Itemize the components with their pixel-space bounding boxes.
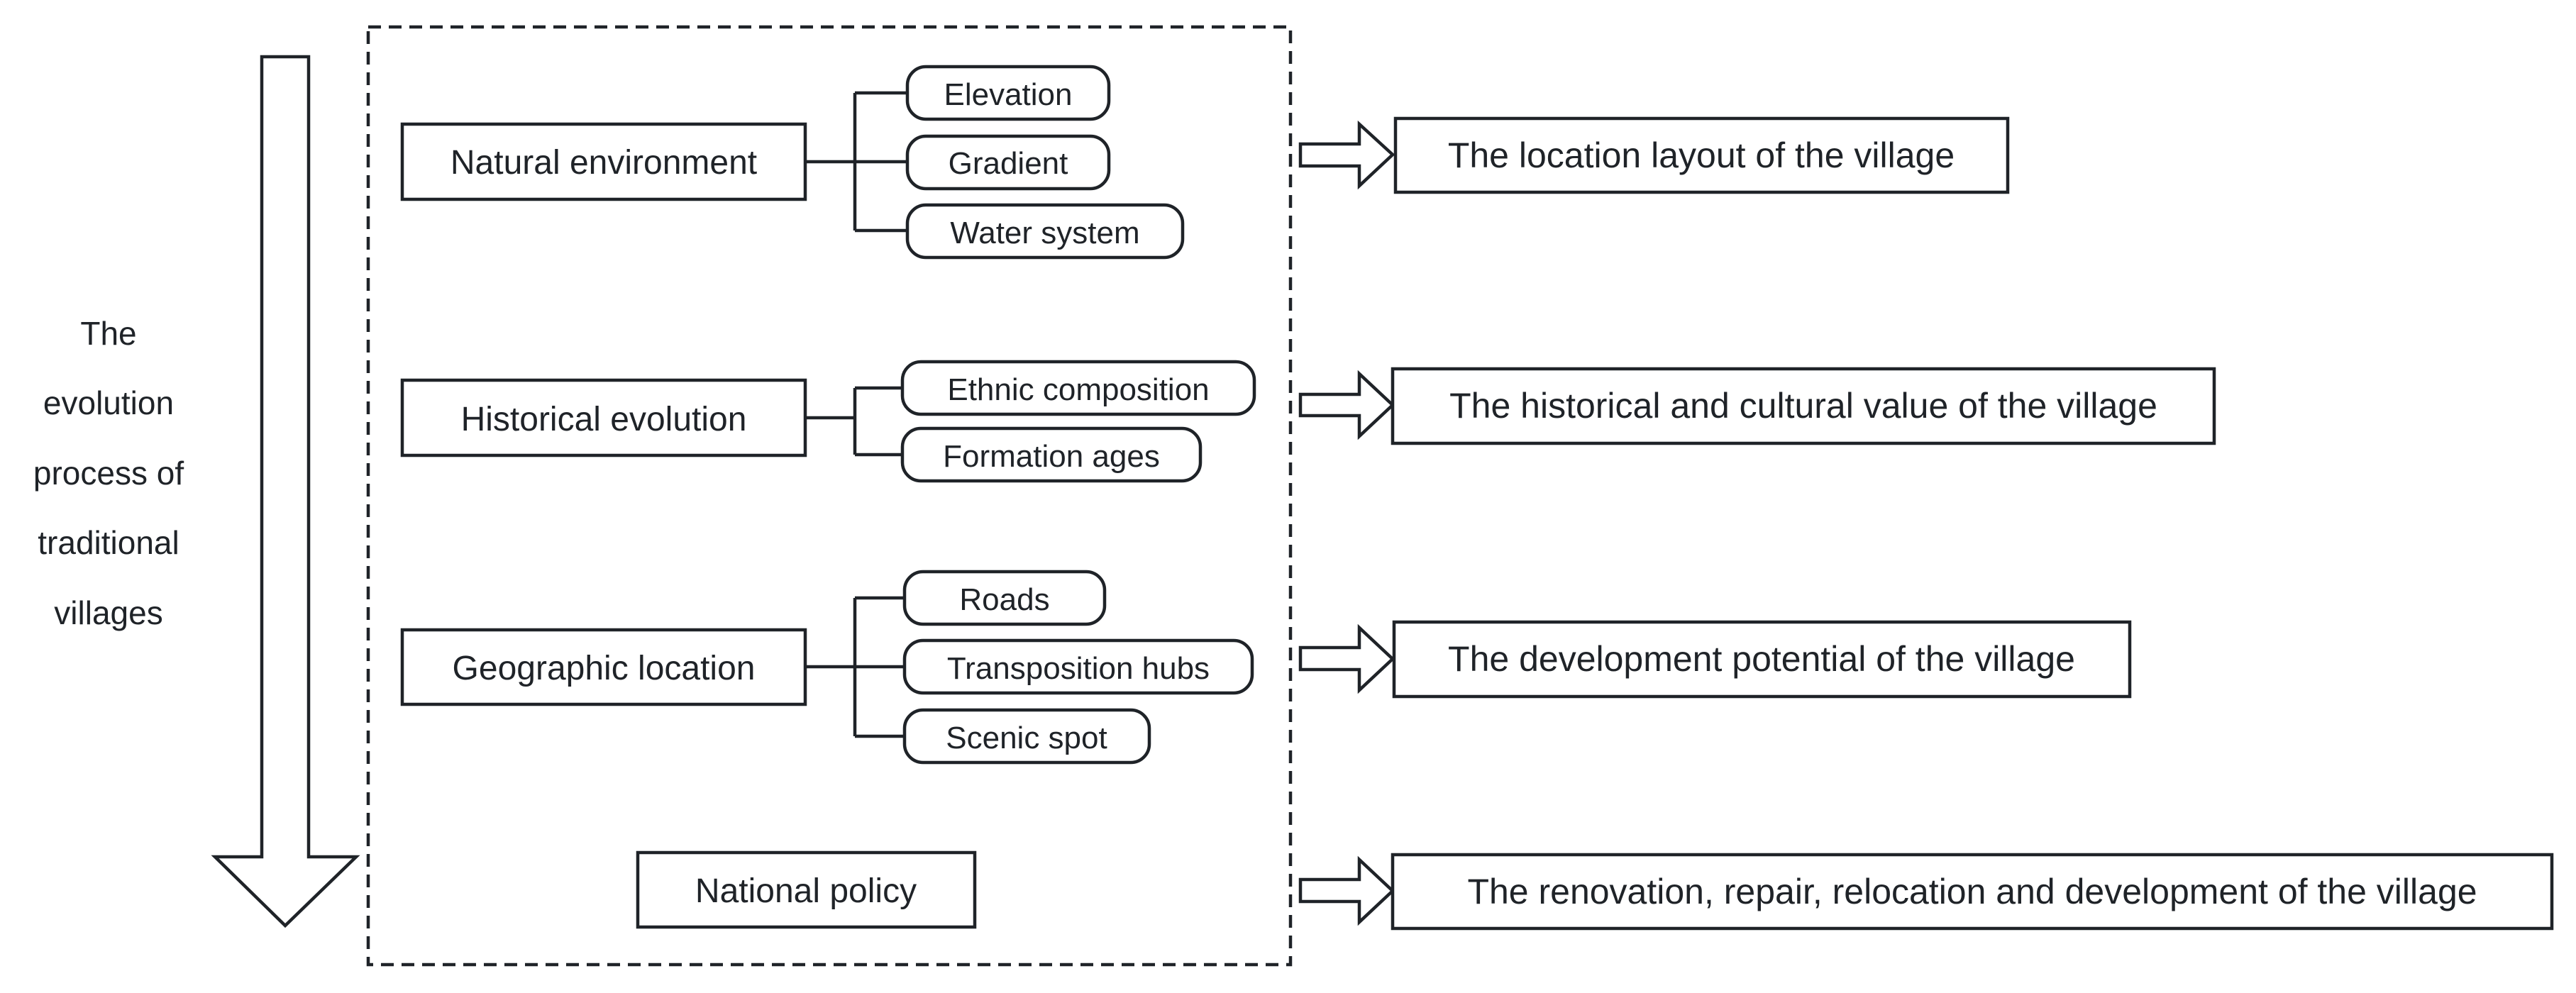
sub-factor-pill: [902, 638, 1254, 695]
sub-factor-pill: [900, 360, 1256, 416]
factor-group-geographic-location: Geographic location Roads Transposition …: [400, 570, 2132, 765]
outcome-box: [1393, 116, 2010, 194]
outcome-arrow: [1298, 855, 1395, 926]
sub-factor-pill: [905, 203, 1185, 260]
outcome-arrow: [1298, 120, 1395, 190]
bracket-connector: [805, 596, 905, 738]
outcome-label: The development potential of the village: [1448, 639, 2075, 679]
sub-factor-pill: [905, 65, 1111, 121]
outcome-label: The historical and cultural value of the…: [1449, 386, 2157, 426]
sub-factor-label: Elevation: [944, 77, 1072, 112]
factors-dashed-container: [366, 25, 1293, 967]
side-label-line: evolution: [43, 384, 174, 421]
sub-factor-pill: [902, 708, 1151, 765]
sub-factor-label: Transposition hubs: [947, 651, 1210, 686]
factor-box: [400, 628, 807, 706]
factor-label: Natural environment: [450, 144, 757, 182]
sub-factor-label: Formation ages: [943, 439, 1160, 474]
side-label: The evolution process of traditional vil…: [33, 315, 184, 631]
sub-factor-pill: [902, 570, 1107, 626]
factor-label: Geographic location: [453, 650, 756, 687]
factor-box: [636, 850, 977, 929]
side-label-line: The: [80, 315, 136, 352]
side-label-line: process of: [33, 455, 184, 492]
outcome-box: [1392, 620, 2132, 699]
outcome-arrow: [1298, 370, 1395, 440]
evolution-down-arrow: [211, 55, 360, 928]
bracket-connector: [805, 386, 902, 457]
sub-factor-label: Roads: [959, 582, 1049, 617]
side-label-line: villages: [54, 594, 162, 631]
factor-label: Historical evolution: [461, 401, 747, 438]
side-label-line: traditional: [38, 524, 179, 561]
factor-group-historical-evolution: Historical evolution Ethnic composition …: [400, 360, 2216, 483]
outcome-label: The renovation, repair, relocation and d…: [1467, 872, 2477, 911]
sub-factor-label: Scenic spot: [946, 721, 1107, 755]
bracket-connector: [805, 91, 907, 233]
sub-factor-pill: [905, 134, 1111, 191]
factor-label: National policy: [695, 872, 917, 910]
factor-group-natural-environment: Natural environment Elevation Gradient W…: [400, 65, 2010, 260]
sub-factor-label: Ethnic composition: [947, 372, 1209, 407]
sub-factor-label: Water system: [950, 216, 1139, 250]
outcome-arrow: [1298, 623, 1395, 694]
factor-group-national-policy: National policy The renovation, repair, …: [636, 850, 2554, 931]
sub-factor-pill: [900, 426, 1203, 483]
sub-factor-label: Gradient: [949, 146, 1068, 181]
factor-box: [400, 378, 807, 457]
outcome-box: [1391, 853, 2554, 931]
outcome-label: The location layout of the village: [1448, 135, 1955, 175]
outcome-box: [1391, 367, 2216, 445]
